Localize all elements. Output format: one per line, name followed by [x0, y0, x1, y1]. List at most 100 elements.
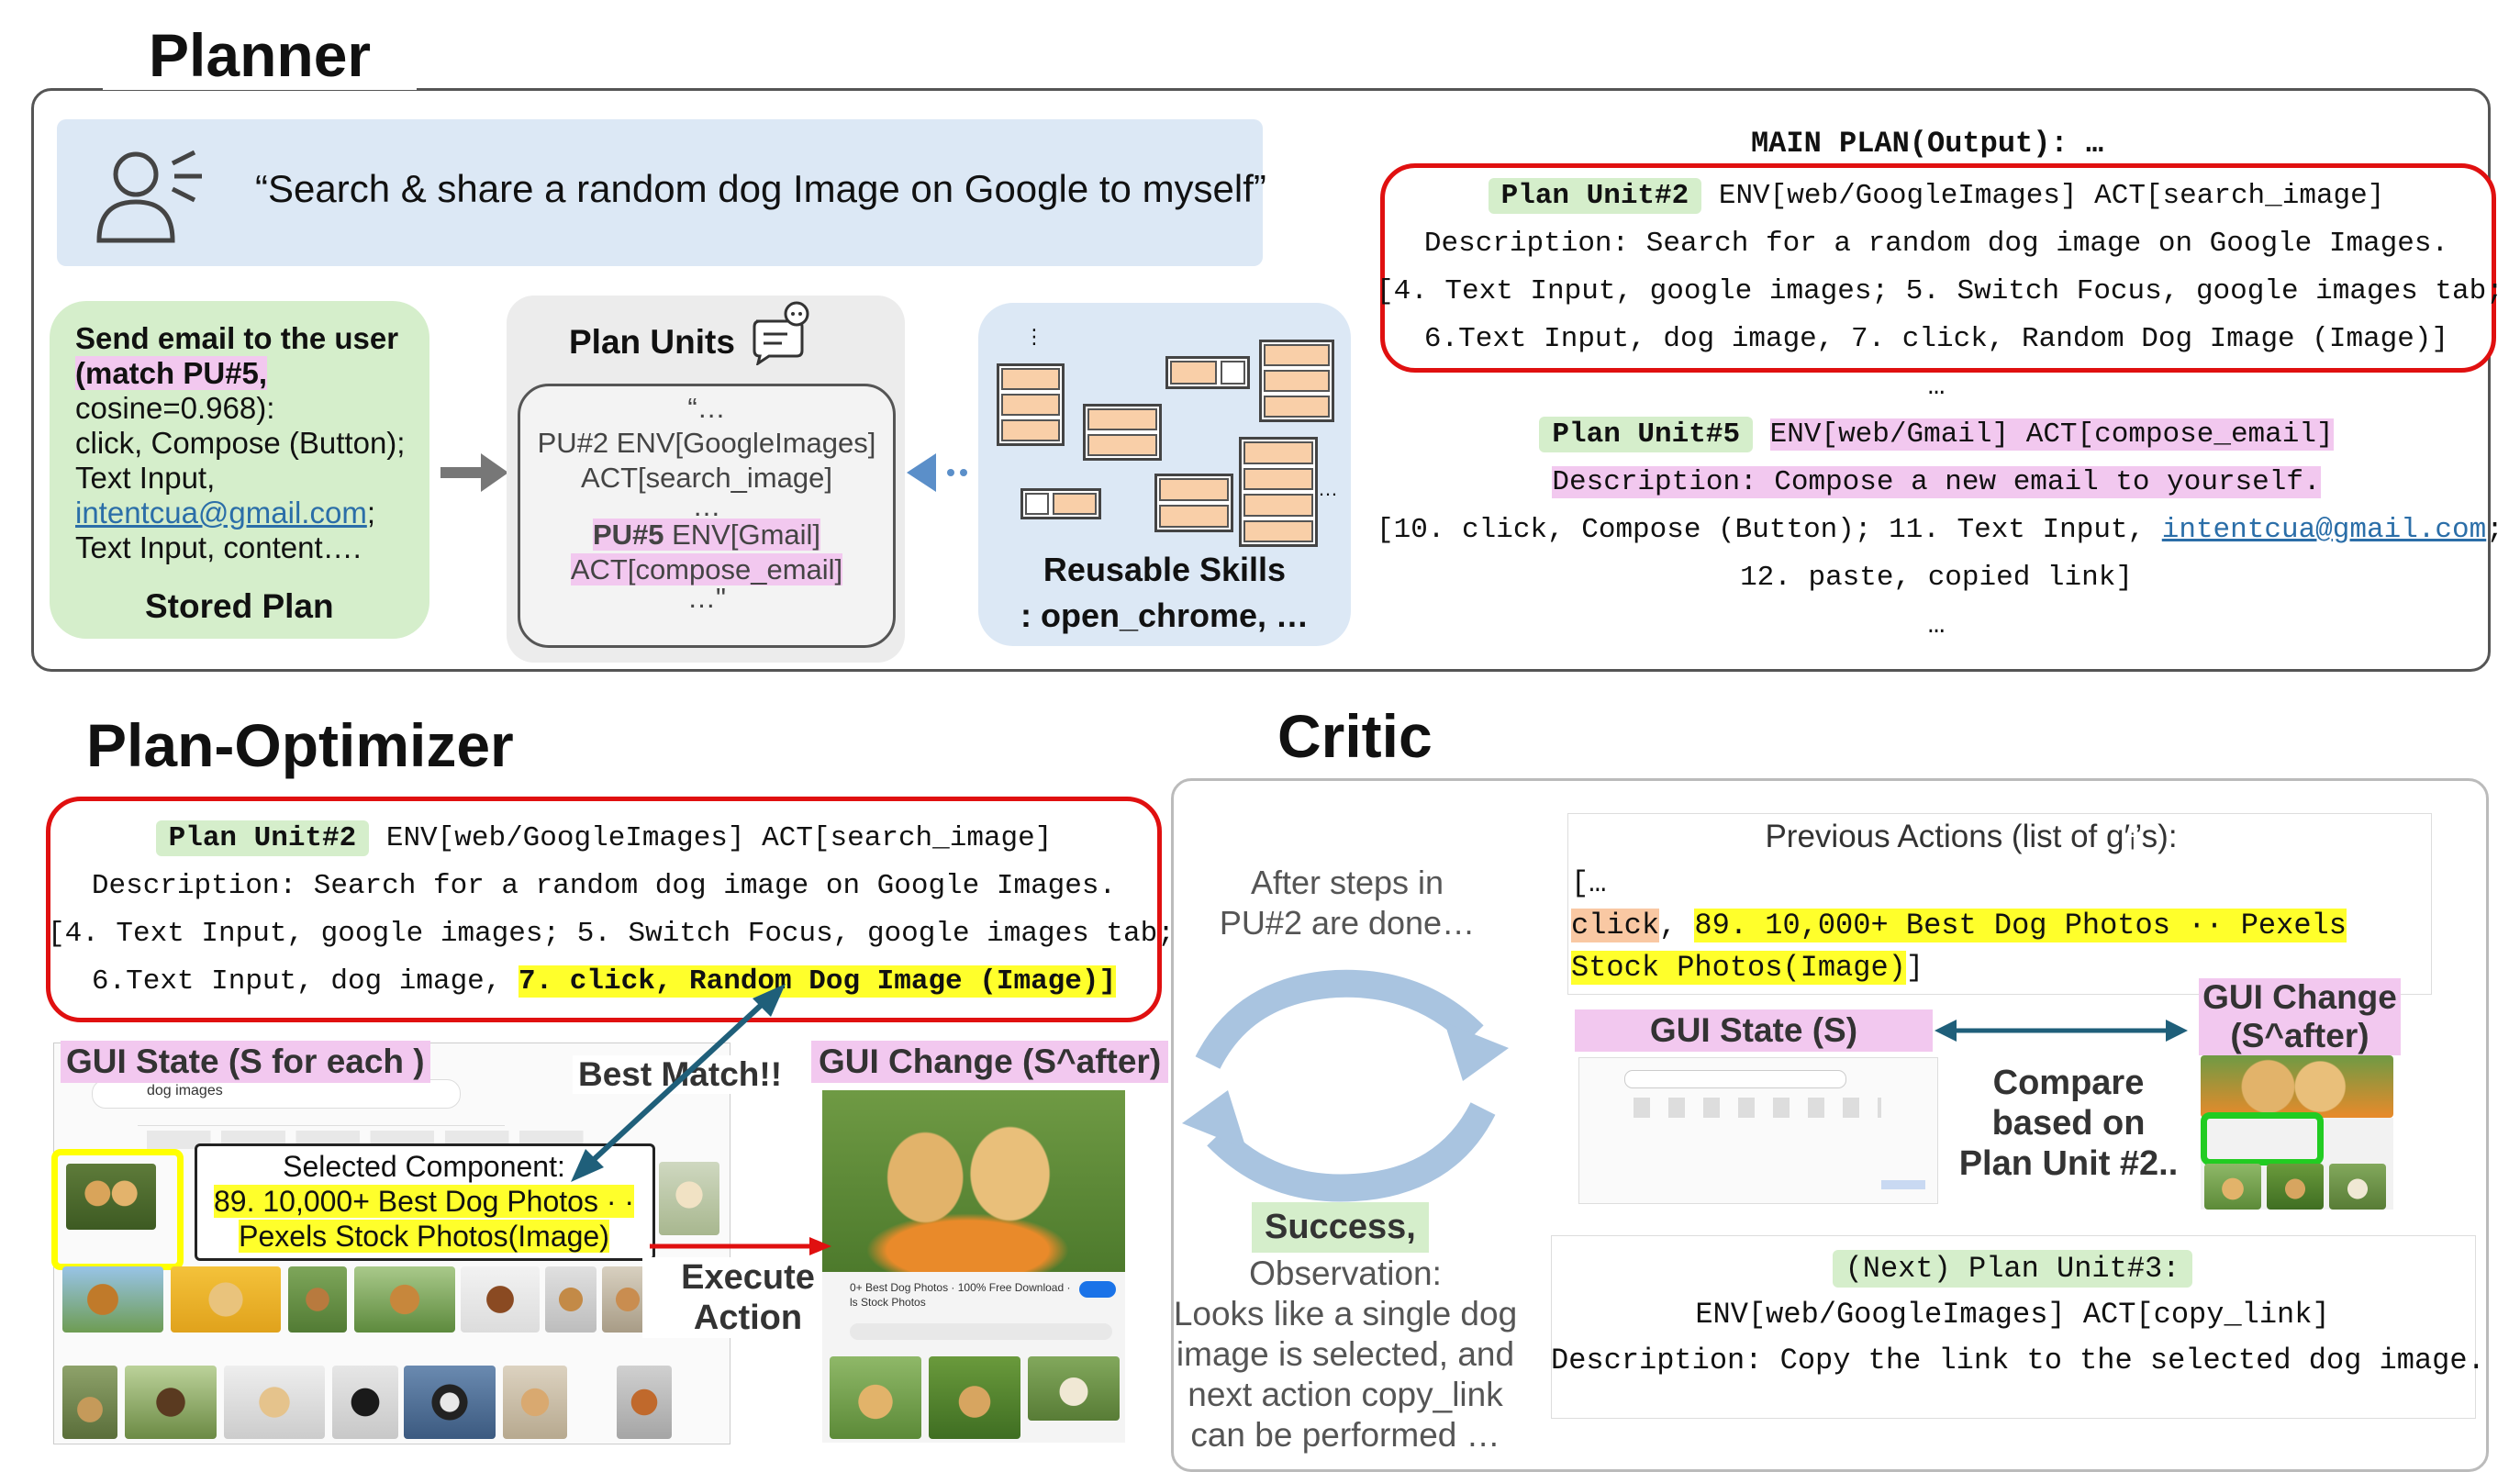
- next-plan-unit: (Next) Plan Unit#3: ENV[web/GoogleImages…: [1551, 1250, 2485, 1377]
- search-query: dog images: [147, 1083, 223, 1098]
- main-ellipsis1: …: [1927, 371, 1946, 403]
- pu-line4: …: [692, 490, 721, 522]
- critic-selected-highlight[interactable]: [2201, 1112, 2324, 1165]
- dog-thumb-r2-5: [461, 1266, 540, 1333]
- result-title: 0+ Best Dog Photos · 100% Free Download …: [850, 1281, 1071, 1294]
- selected-dog-thumb[interactable]: [66, 1164, 156, 1230]
- google-search-bar: [92, 1079, 461, 1109]
- main-pu2-steps1: [4. Text Input, google images; 5. Switch…: [1377, 275, 2503, 307]
- skill-card-5: [1239, 437, 1318, 547]
- critic-related-3: [2329, 1164, 2386, 1210]
- opt-pu2-head: Plan Unit#2 ENV[web/GoogleImages] ACT[se…: [48, 815, 1160, 863]
- pu-line3: ACT[search_image]: [581, 462, 832, 494]
- arrow-left-icon: [907, 453, 967, 492]
- selected-component-text: Selected Component: 89. 10,000+ Best Dog…: [213, 1150, 635, 1253]
- dog-thumb-right: [659, 1162, 719, 1235]
- main-ellipsis2: …: [1927, 609, 1946, 641]
- stored-plan-line1: Send email to the user: [75, 321, 399, 355]
- dog-thumb-r2-6: [545, 1266, 597, 1333]
- dog-thumb-r3-4: [332, 1366, 398, 1439]
- planner-frame: [31, 88, 2491, 672]
- arrow-right-icon: [440, 453, 508, 492]
- dog-thumb-r2-2: [171, 1266, 281, 1333]
- critic-related-1: [2204, 1164, 2261, 1210]
- stored-plan-text: Send email to the user (match PU#5, cosi…: [75, 321, 405, 565]
- stored-plan-line4: click, Compose (Button);: [75, 426, 406, 460]
- plan-units-list: “… PU#2 ENV[GoogleImages] ACT[search_ima…: [518, 391, 896, 614]
- main-pu5-desc: Description: Compose a new email to your…: [1552, 466, 2321, 498]
- stored-plan-line2: (match PU#5,: [75, 356, 268, 390]
- task-quote: “Search & share a random dog Image on Go…: [255, 167, 1266, 210]
- critic-observation: Observation: Looks like a single dog ima…: [1173, 1255, 1518, 1454]
- related-dog-1: [830, 1356, 921, 1439]
- skills-label: Reusable Skills : open_chrome, …: [1020, 551, 1310, 634]
- stored-plan-label: Stored Plan: [145, 587, 334, 625]
- dog-thumb-r3-2: [125, 1366, 217, 1439]
- dog-thumb-r2-1: [62, 1266, 163, 1333]
- gui-state-label: GUI State (S for each ): [61, 1041, 430, 1083]
- best-match-label: Best Match!!: [573, 1055, 788, 1094]
- dog-thumb-r3-6: [503, 1366, 567, 1439]
- best-match-arrow: [571, 984, 786, 1182]
- success-label: Success,: [1252, 1202, 1429, 1253]
- critic-bottom-link: [1881, 1180, 1925, 1189]
- stored-plan-line6: intentcua@gmail.com;: [75, 496, 375, 530]
- cycle-arrows-icon: [1182, 969, 1509, 1202]
- critic-after-text: After steps in PU#2 are done…: [1219, 864, 1476, 942]
- skills-dots-h: …: [1318, 477, 1338, 500]
- main-pu2-steps2: 6.Text Input, dog image, 7. click, Rando…: [1423, 323, 2449, 355]
- plan-units-inner: [518, 384, 896, 648]
- skill-card-6: [1154, 474, 1233, 532]
- compare-double-arrow: [1935, 1020, 2188, 1042]
- critic-title: Critic: [1277, 702, 1433, 770]
- critic-search-bar: [1624, 1070, 1846, 1088]
- dog-thumb-r3-3: [224, 1366, 325, 1439]
- dog-thumb-r2-3: [288, 1266, 347, 1333]
- dog-thumb-r3-7: [617, 1366, 672, 1439]
- critic-related-2: [2267, 1164, 2324, 1210]
- pu-line5: PU#5 ENV[Gmail]: [592, 519, 821, 551]
- critic-change-photo: [2201, 1055, 2393, 1118]
- skill-card-3: [1259, 340, 1334, 422]
- dog-thumb-r3-5: [404, 1366, 496, 1439]
- visit-button[interactable]: [1079, 1281, 1116, 1298]
- share-save-row[interactable]: [850, 1323, 1112, 1340]
- stored-plan-line5: Text Input,: [75, 461, 216, 495]
- main-pu5-head: Plan Unit#5 ENV[web/Gmail] ACT[compose_e…: [1377, 411, 2496, 459]
- pu-line2: PU#2 ENV[GoogleImages]: [537, 427, 876, 459]
- opt-pu2-steps1: [4. Text Input, google images; 5. Switch…: [48, 918, 1175, 950]
- main-email-link[interactable]: intentcua@gmail.com: [2161, 514, 2487, 546]
- planner-title: Planner: [103, 20, 418, 90]
- tab-row: [138, 1110, 505, 1126]
- optimizer-title: Plan-Optimizer: [86, 711, 514, 779]
- gui-change-dog-photo: [822, 1090, 1125, 1272]
- execute-action-arrow: [650, 1237, 831, 1255]
- task-box: [57, 119, 1263, 266]
- result-subtitle: ls Stock Photos: [850, 1296, 926, 1309]
- main-pu5-steps2: 12. paste, copied link]: [1740, 562, 2133, 594]
- pu-line6: ACT[compose_email]: [570, 553, 843, 585]
- main-plan-header: MAIN PLAN(Output): …: [1750, 127, 2104, 161]
- optimizer-pu2: Plan Unit#2 ENV[web/GoogleImages] ACT[se…: [48, 815, 1175, 1006]
- email-link[interactable]: intentcua@gmail.com: [75, 496, 367, 530]
- opt-pu2-desc: Description: Search for a random dog ima…: [91, 870, 1117, 902]
- opt-pu2-steps2: 6.Text Input, dog image, 7. click, Rando…: [91, 965, 1117, 998]
- stored-plan-line3: cosine=0.968):: [75, 391, 275, 425]
- skill-card-2: [1165, 356, 1250, 389]
- pu-line7: …": [686, 582, 726, 614]
- dog-thumb-r3-1: [62, 1366, 117, 1439]
- skill-card-4: [1083, 404, 1162, 461]
- prev-actions-title: Previous Actions (list of g′ᵢ’s):: [1765, 819, 2178, 854]
- main-pu2-head: Plan Unit#2 ENV[web/GoogleImages] ACT[se…: [1377, 173, 2496, 220]
- critic-shortcut-icons: [1634, 1098, 1881, 1118]
- user-speaking-icon: [96, 150, 202, 243]
- skill-card-7: [1020, 488, 1101, 519]
- main-pu5-steps1: [10. click, Compose (Button); 11. Text I…: [1377, 514, 2503, 546]
- skills-dots-v: ⋮: [1024, 325, 1044, 348]
- compare-text: Compare based on Plan Unit #2..: [1958, 1064, 2179, 1183]
- critic-gui-state-label: GUI State (S): [1575, 1009, 1933, 1052]
- execute-action-label: Execute Action: [642, 1257, 853, 1338]
- main-pu2-desc: Description: Search for a random dog ima…: [1423, 228, 2449, 260]
- prev-actions-list: [… click, 89. 10,000+ Best Dog Photos ··…: [1571, 866, 2347, 985]
- plan-units-title: Plan Units: [569, 323, 735, 361]
